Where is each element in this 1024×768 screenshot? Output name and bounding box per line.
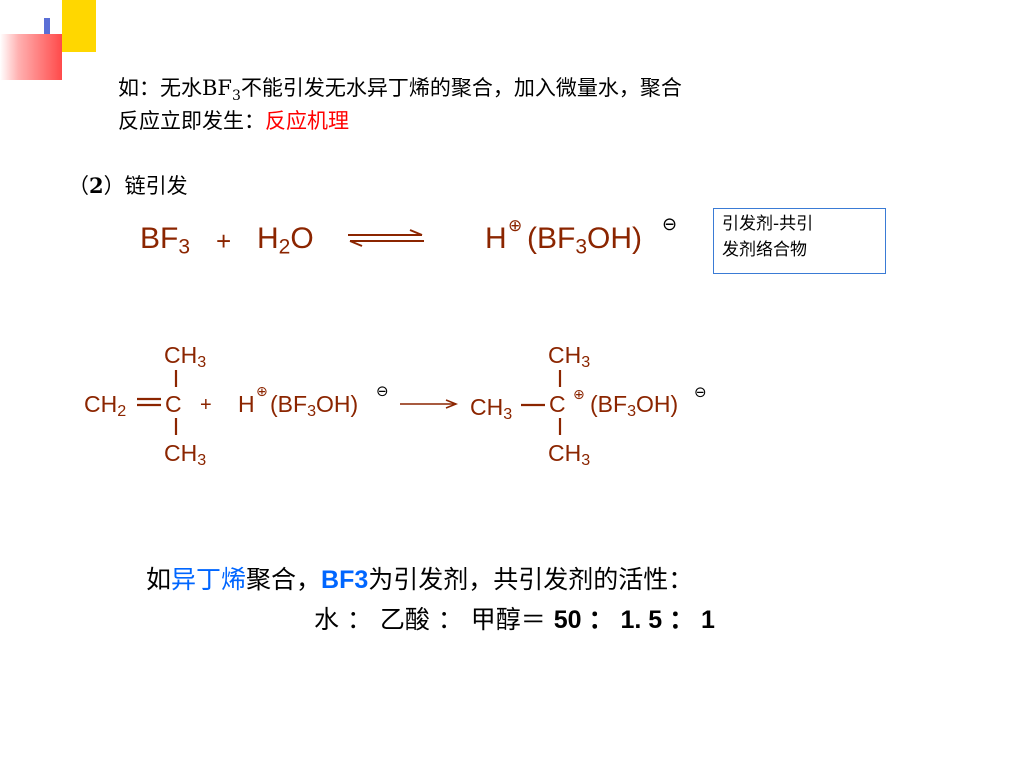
eq1-product-bf3oh: (BF3OH): [527, 222, 643, 259]
initiator-complex-label-box: 引发剂-共引 发剂络合物: [713, 208, 886, 274]
eq2-left-c: C: [165, 391, 182, 417]
intro-line-2-black: 反应立即发生：: [118, 109, 265, 133]
intro-line-1: 如：无水BF3不能引发无水异丁烯的聚合，加入微量水，聚合: [118, 72, 682, 104]
right-molecule-bonds: [521, 370, 562, 435]
eq2-reagent-h: H: [238, 391, 255, 417]
eq1-minus-charge: ⊖: [662, 214, 678, 235]
eq2-right-bottom-ch3: CH3: [548, 440, 591, 470]
intro-line-2: 反应立即发生：反应机理: [118, 105, 349, 135]
section-heading: （2）链引发: [68, 170, 188, 200]
eq2-product-plus-charge: ⊕: [573, 387, 585, 403]
eq1-plus-charge: ⊕: [508, 216, 523, 236]
activity-bf3: BF3: [321, 566, 369, 594]
section-paren-close: ）: [103, 174, 125, 198]
eq2-left-ch2: CH2: [84, 391, 127, 421]
eq2-left-top-ch3: CH3: [164, 342, 207, 372]
equilibrium-arrow: [348, 229, 424, 247]
intro-line-1-sub: 3: [232, 88, 241, 105]
eq2-product-minus-charge: ⊖: [694, 383, 707, 401]
eq2-left-bottom-ch3: CH3: [164, 440, 207, 470]
activity-line-2: 水 ： 乙酸 ： 甲醇＝ 50 ： 1. 5 ： 1: [314, 600, 715, 636]
activity-line-1: 如异丁烯聚合，BF3为引发剂，共引发剂的活性：: [146, 560, 693, 596]
eq2-right-top-ch3: CH3: [548, 342, 591, 372]
activity-prefix: 如: [146, 565, 172, 594]
activity-ratio-values: 50 ： 1. 5 ： 1: [553, 606, 715, 634]
activity-highlight: 异丁烯: [171, 565, 247, 594]
box-label-line-1: 引发剂-共引: [722, 214, 814, 234]
corner-red-square: [0, 34, 62, 80]
intro-line-1-after: 不能引发无水异丁烯的聚合，加入微量水，聚合: [240, 76, 682, 100]
mechanism-link-text: 反应机理: [265, 109, 349, 133]
corner-yellow-square: [62, 0, 96, 52]
reaction-arrow: [400, 399, 459, 409]
eq2-product-bf3oh: (BF3OH): [590, 391, 679, 421]
eq2-reagent-plus-charge: ⊕: [256, 384, 268, 400]
section-label: 链引发: [124, 174, 188, 198]
eq1-reactant-h2o: H2O: [257, 222, 314, 259]
eq2-right-left-ch3: CH3: [470, 394, 513, 424]
eq2-reagent-minus-charge: ⊖: [376, 382, 389, 400]
activity-suffix: 为引发剂，共引发剂的活性：: [368, 565, 694, 594]
eq1-reactant-bf3: BF3: [140, 222, 191, 259]
eq2-right-c: C: [549, 391, 566, 417]
activity-ratio-text: 水 ： 乙酸 ： 甲醇＝: [314, 605, 554, 634]
eq1-plus: +: [216, 226, 232, 256]
section-paren-open: （: [68, 174, 89, 198]
activity-middle: 聚合，: [246, 565, 322, 594]
eq2-reagent-bf3oh: (BF3OH): [270, 391, 359, 421]
section-number: 2: [89, 173, 104, 198]
intro-line-1-before: 如：无水BF: [118, 76, 233, 100]
left-molecule-bonds: [137, 370, 178, 435]
box-label-line-2: 发剂络合物: [722, 240, 807, 260]
eq1-product-h: H: [485, 222, 507, 255]
eq2-plus: +: [200, 394, 212, 416]
